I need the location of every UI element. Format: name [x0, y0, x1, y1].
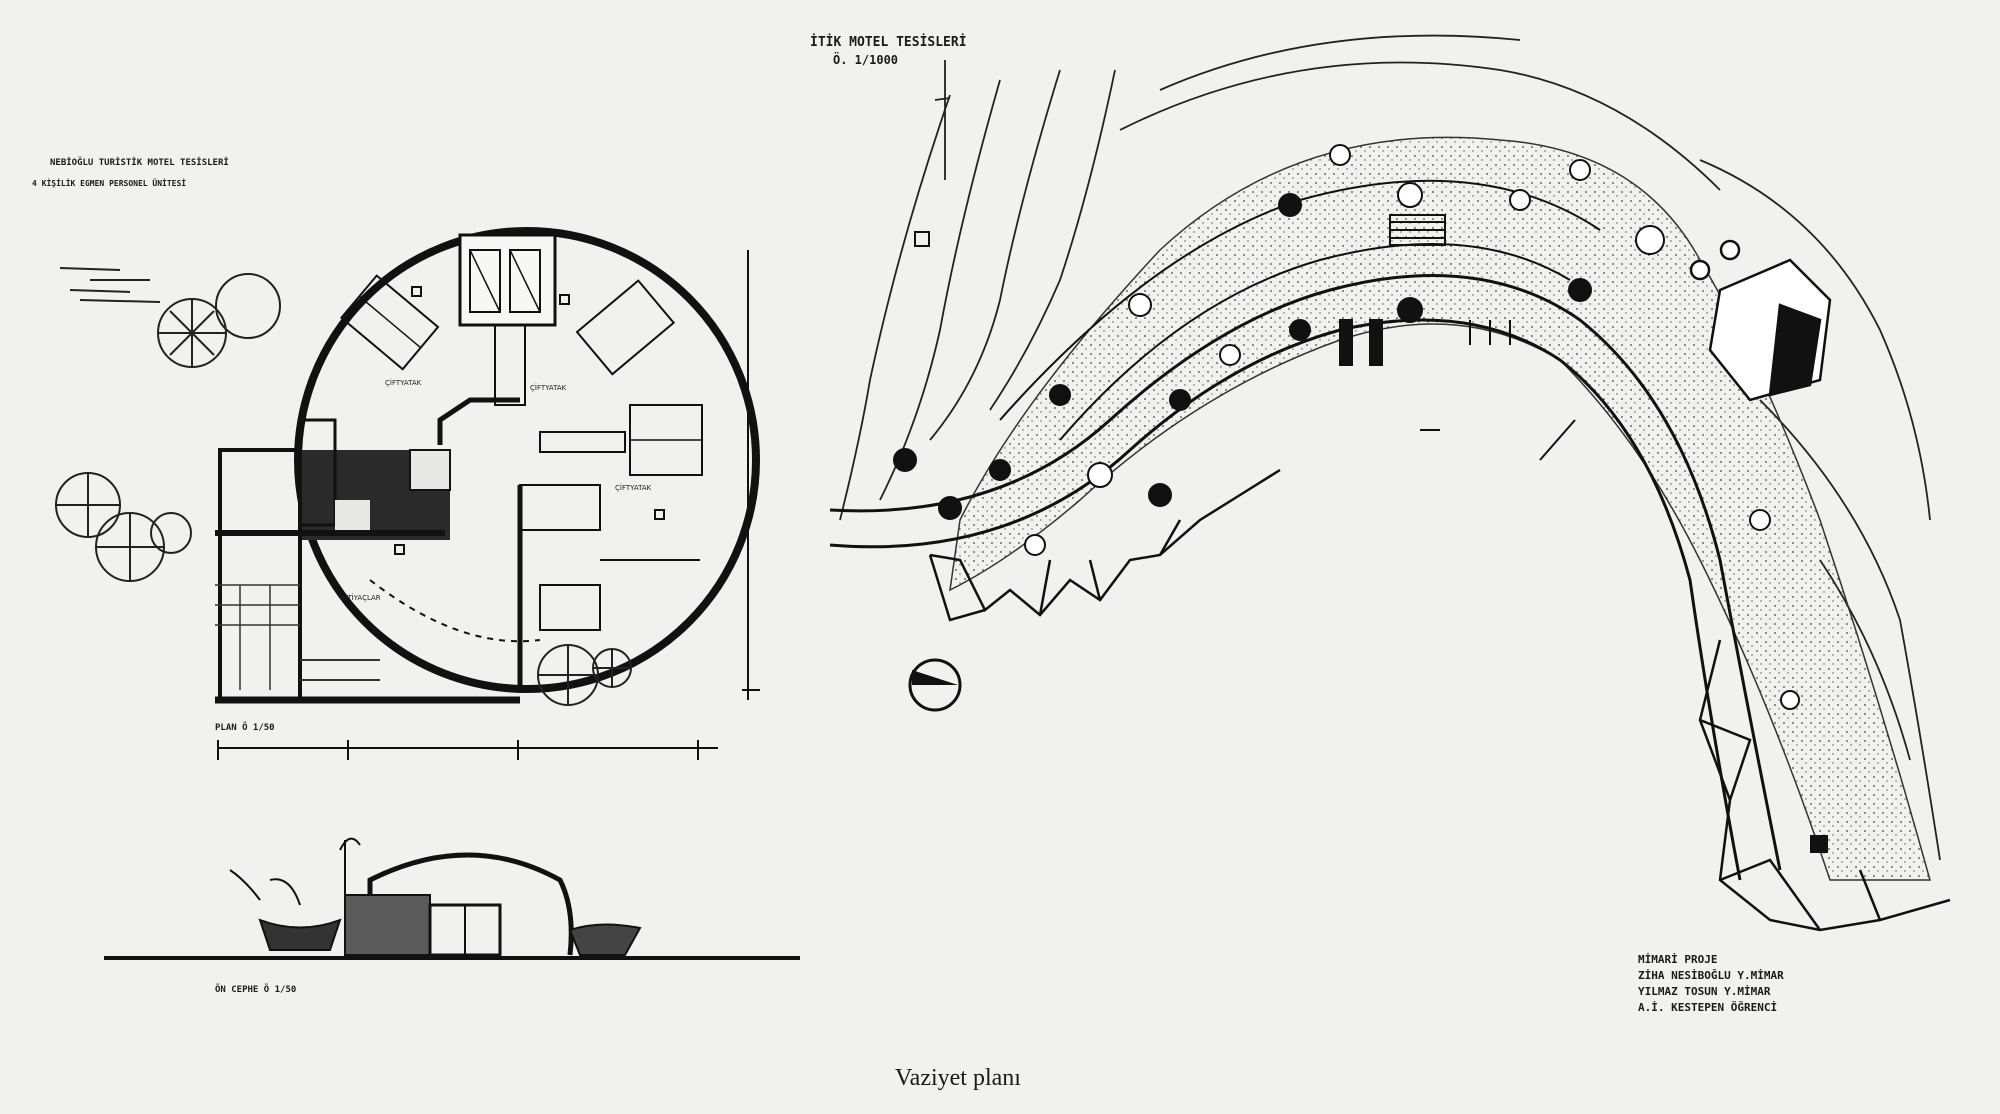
- credit-line-4: A.İ. KESTEPEN ÖĞRENCİ: [1638, 1000, 1777, 1014]
- site-plan: İTİK MOTEL TESİSLERİ Ö. 1/1000: [810, 34, 1951, 1014]
- credit-line-3: YILMAZ TOSUN Y.MİMAR: [1638, 984, 1771, 998]
- motel-buildings: [1339, 214, 1576, 461]
- dimension-line-vertical: [742, 250, 760, 700]
- front-elevation: [104, 837, 800, 960]
- service-core: [215, 418, 520, 704]
- plan-scale-label: PLAN Ö 1/50: [215, 722, 275, 733]
- room-label-3: ÇİFTYATAK: [615, 483, 652, 492]
- pier-marker: [1810, 835, 1828, 853]
- access-road: [829, 179, 1782, 881]
- tree-symbols-left: [55, 267, 281, 582]
- unit-floor-plan: NEBİOĞLU TURİSTİK MOTEL TESİSLERİ 4 KİŞİ…: [32, 156, 800, 995]
- plan-scale-bar: [217, 740, 718, 760]
- tree-canopies: [893, 144, 1800, 710]
- room-label-1: ÇİFTYATAK: [385, 378, 422, 387]
- unit-plan-title: NEBİOĞLU TURİSTİK MOTEL TESİSLERİ: [50, 156, 229, 168]
- north-arrow: [908, 658, 962, 712]
- site-plan-title: İTİK MOTEL TESİSLERİ: [810, 34, 967, 50]
- credit-line-2: ZİHA NESİBOĞLU Y.MİMAR: [1638, 968, 1784, 982]
- figure-caption: Vaziyet planı: [895, 1065, 1021, 1091]
- room-label-4: İHTİYAÇLAR: [340, 593, 381, 602]
- vegetation-band: [949, 136, 1931, 881]
- rocky-shoreline: [928, 468, 1951, 932]
- room-label-2: ÇİFTYATAK: [530, 383, 567, 392]
- parking-marker: [914, 231, 930, 247]
- tree-symbols-bottom: [537, 644, 632, 706]
- contour-lines: [839, 34, 1941, 861]
- unit-plan-subtitle: 4 KİŞİLİK EGMEN PERSONEL ÜNİTESİ: [32, 178, 186, 188]
- credit-line-1: MİMARİ PROJE: [1638, 952, 1717, 966]
- site-plan-scale: Ö. 1/1000: [833, 52, 898, 67]
- elevation-scale-label: ÖN CEPHE Ö 1/50: [215, 984, 296, 995]
- restaurant-building: [1689, 239, 1832, 402]
